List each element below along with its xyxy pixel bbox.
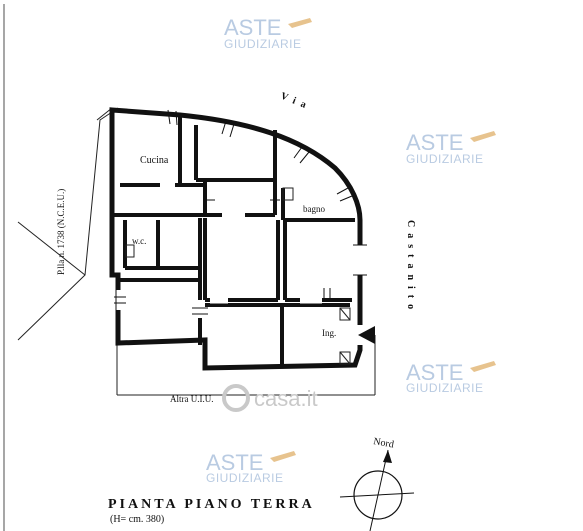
interior-walls (112, 115, 355, 365)
plan-title: PIANTA PIANO TERRA (108, 497, 315, 512)
watermark-logo-right-bottom: ASTE GIUDIZIARIE (406, 360, 496, 395)
svg-text:ASTE: ASTE (406, 360, 463, 385)
entrance-arrow-icon (358, 326, 375, 344)
svg-text:GIUDIZIARIE: GIUDIZIARIE (406, 152, 484, 166)
outer-walls (109, 107, 363, 371)
svg-text:ASTE: ASTE (224, 15, 281, 40)
svg-text:ASTE: ASTE (206, 450, 263, 475)
plan-subtitle: (H= cm. 380) (110, 514, 164, 525)
svg-text:ASTE: ASTE (406, 130, 463, 155)
svg-text:GIUDIZIARIE: GIUDIZIARIE (224, 37, 302, 51)
svg-text:GIUDIZIARIE: GIUDIZIARIE (206, 471, 284, 485)
watermark-logo-bottom: ASTE GIUDIZIARIE (206, 450, 296, 485)
svg-text:casa.it: casa.it (254, 386, 318, 411)
watermark-casa-logo: casa.it (222, 384, 318, 412)
room-label-ingresso: Ing. (322, 328, 336, 338)
street-label-castanito: Castanito (405, 220, 416, 315)
room-label-wc: w.c. (132, 236, 146, 246)
parcel-label: P.lla n. 1738 (N.C.E.U.) (56, 189, 66, 275)
fixtures (125, 187, 351, 365)
neighbour-unit-label: Altra U.I.U. (170, 394, 214, 404)
svg-text:GIUDIZIARIE: GIUDIZIARIE (406, 381, 484, 395)
watermark-logo-top: ASTE GIUDIZIARIE (224, 15, 312, 51)
compass-label: Nord (372, 436, 394, 450)
room-label-cucina: Cucina (140, 155, 169, 166)
street-label-via: Via (279, 91, 313, 113)
room-label-bagno: bagno (303, 204, 325, 214)
window-marks (114, 109, 367, 315)
compass-icon (339, 449, 415, 531)
watermark-logo-right-top: ASTE GIUDIZIARIE (406, 130, 496, 166)
